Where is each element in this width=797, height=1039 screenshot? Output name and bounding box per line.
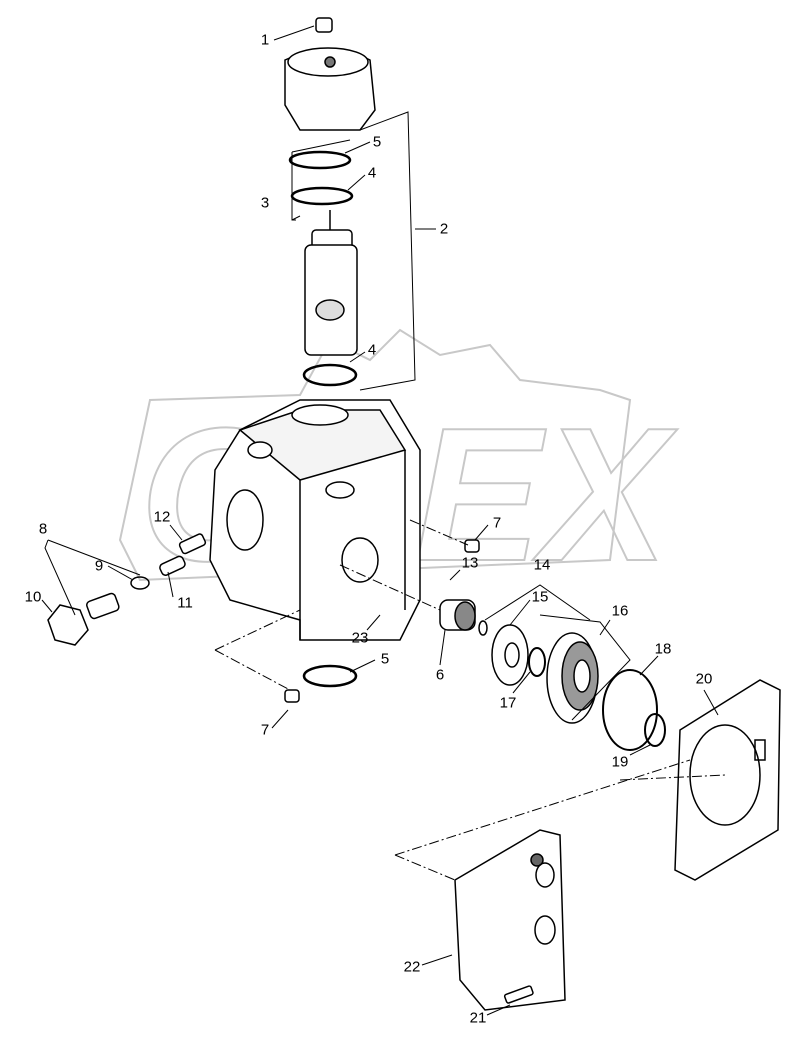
callout-4: 4 <box>367 164 377 182</box>
callout-14: 14 <box>533 556 551 574</box>
callout-6: 6 <box>435 666 445 684</box>
part-cam-plate <box>491 624 529 686</box>
callout-18: 18 <box>654 640 672 658</box>
callout-22: 22 <box>403 958 421 976</box>
callout-5: 5 <box>372 133 382 151</box>
part-fitting-assembly <box>47 533 207 646</box>
callout-1: 1 <box>260 31 270 49</box>
o-ring-18 <box>602 669 658 751</box>
callout-19: 19 <box>611 753 629 771</box>
part-housing <box>209 399 421 641</box>
callout-17: 17 <box>499 694 517 712</box>
part-gasket <box>674 679 781 881</box>
callout-13: 13 <box>461 554 479 572</box>
callout-7: 7 <box>260 721 270 739</box>
o-ring-5-top <box>288 150 352 170</box>
callout-20: 20 <box>695 670 713 688</box>
o-ring-4-bottom <box>302 363 358 387</box>
plug-7-right <box>464 539 480 553</box>
part-cylinder <box>304 210 358 356</box>
part-bearing-cover <box>546 632 599 724</box>
callout-4: 4 <box>367 341 377 359</box>
ring-17 <box>528 647 546 677</box>
callout-16: 16 <box>611 602 629 620</box>
part-top-cap <box>284 17 376 131</box>
o-ring-4-top <box>290 186 354 206</box>
part-cover-plate <box>454 829 566 1011</box>
plug-7-lower <box>284 689 300 703</box>
callout-9: 9 <box>94 557 104 575</box>
callout-10: 10 <box>24 588 42 606</box>
callout-2: 2 <box>439 220 449 238</box>
leader-lines <box>41 25 719 1016</box>
callout-21: 21 <box>469 1009 487 1027</box>
callout-23: 23 <box>351 629 369 647</box>
callout-15: 15 <box>531 588 549 606</box>
part-bushing <box>439 599 476 631</box>
callout-12: 12 <box>153 508 171 526</box>
o-ring-5-bottom <box>302 664 358 688</box>
centerlines <box>214 519 726 881</box>
callout-5: 5 <box>380 650 390 668</box>
callout-7: 7 <box>492 514 502 532</box>
callout-3: 3 <box>260 194 270 212</box>
callout-11: 11 <box>177 594 193 612</box>
o-ring-19 <box>644 713 666 747</box>
ring-14 <box>478 620 488 636</box>
callout-8: 8 <box>38 520 48 538</box>
bolt-21 <box>503 985 534 1004</box>
